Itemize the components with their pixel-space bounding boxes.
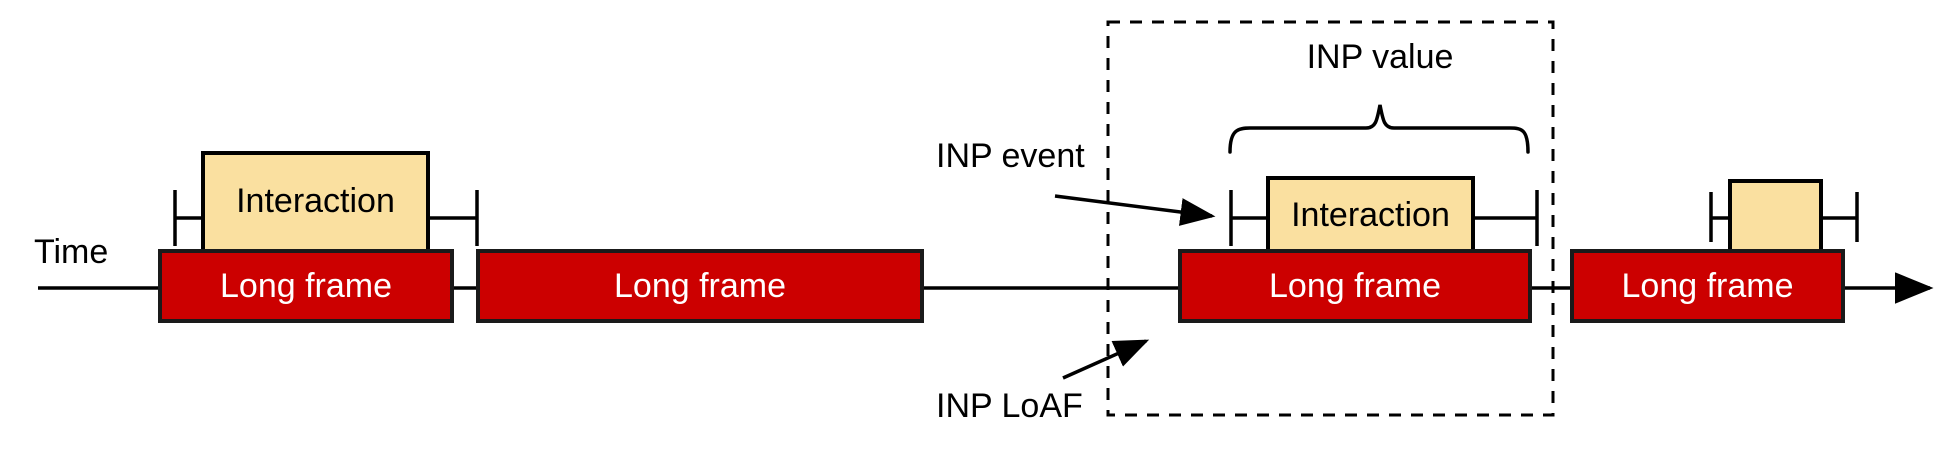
- inp-value-label: INP value: [1307, 38, 1454, 76]
- inp-event-arrow-icon: [1054, 194, 1216, 226]
- long-frame-2-box[interactable]: [476, 249, 924, 323]
- interaction-2[interactable]: Interaction: [1266, 176, 1475, 255]
- inp-loaf-arrow-icon: [1062, 339, 1150, 380]
- long-frame-1[interactable]: Long frame: [158, 249, 454, 323]
- inp-event-label: INP event: [936, 137, 1085, 175]
- interaction-1-box[interactable]: [201, 151, 430, 253]
- long-frame-1-label: Long frame: [220, 267, 392, 305]
- interaction-1[interactable]: Interaction: [201, 151, 430, 253]
- inp-value-brace-path: [1228, 104, 1530, 154]
- long-frame-2-label: Long frame: [614, 267, 786, 305]
- inp-loaf-label: INP LoAF: [936, 387, 1083, 425]
- interaction-2-label: Interaction: [1291, 196, 1450, 234]
- long-frame-4[interactable]: Long frame: [1570, 249, 1845, 323]
- long-frame-2[interactable]: Long frame: [476, 249, 924, 323]
- inp-loaf-annotation: INP LoAF: [936, 339, 1150, 425]
- long-frame-1-box[interactable]: [158, 249, 454, 323]
- interaction-3[interactable]: [1728, 179, 1823, 253]
- interaction-2-box[interactable]: [1266, 176, 1475, 255]
- inp-highlight-region: [1106, 20, 1555, 417]
- inp-value-brace: INP value: [1228, 38, 1530, 154]
- long-frame-4-box[interactable]: [1570, 249, 1845, 323]
- long-frame-4-label: Long frame: [1622, 267, 1794, 305]
- long-frame-3[interactable]: Long frame: [1178, 249, 1532, 323]
- long-frame-3-label: Long frame: [1269, 267, 1441, 305]
- interaction-tick-group: [173, 190, 1859, 246]
- long-frame-3-box[interactable]: [1178, 249, 1532, 323]
- interaction-1-label: Interaction: [236, 182, 395, 220]
- inp-event-annotation: INP event: [936, 137, 1216, 226]
- time-axis-label: Time: [34, 233, 108, 271]
- interaction-3-box[interactable]: [1728, 179, 1823, 253]
